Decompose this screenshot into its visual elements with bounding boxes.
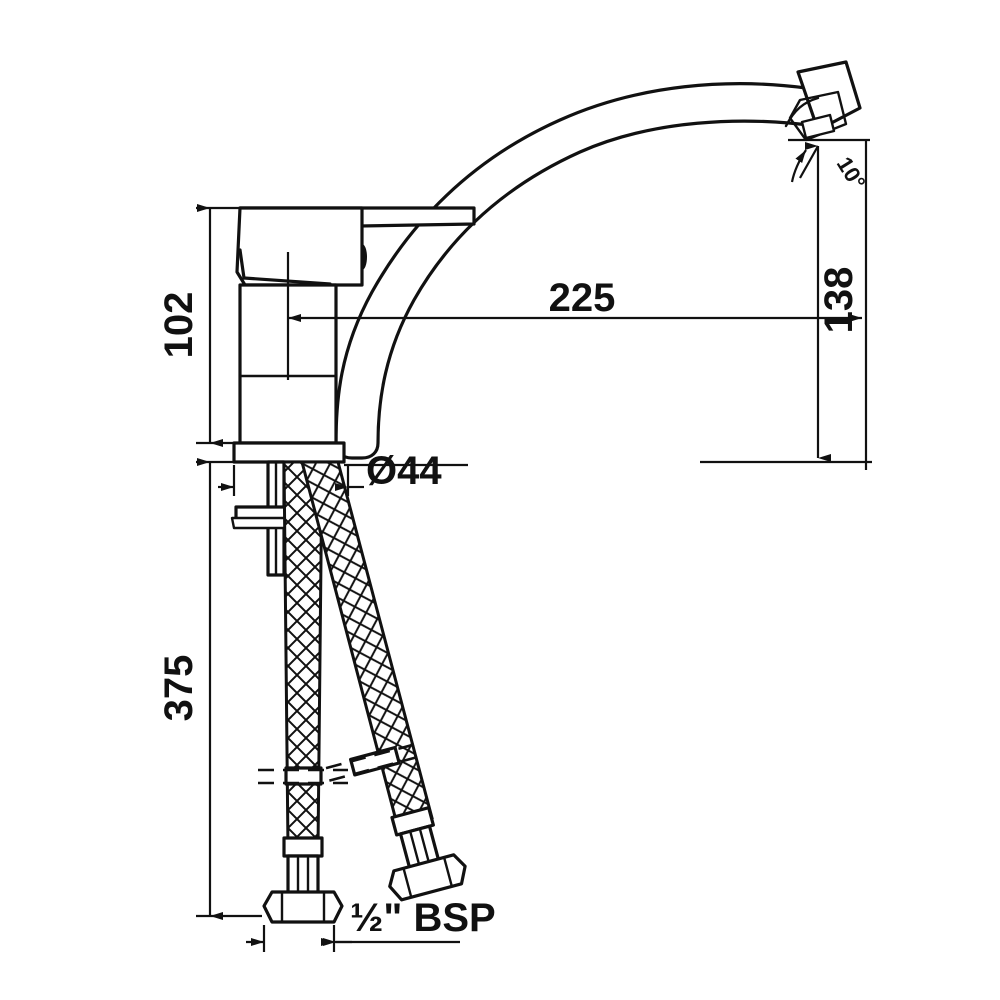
dimension-bottom-ticks — [246, 925, 460, 952]
thread-size-label: ½" BSP — [350, 896, 496, 940]
dimension-102-label: 102 — [157, 292, 201, 359]
hose-left-break — [258, 766, 348, 786]
dimension-diameter-44: Ø44 — [218, 449, 468, 496]
braided-hose-right — [300, 460, 467, 902]
base-flange — [232, 441, 346, 464]
dimension-225: 225 — [286, 140, 868, 470]
hose-right-break — [325, 741, 425, 782]
dimension-annotations: 102 375 225 138 — [157, 138, 872, 952]
aerator-tip — [784, 60, 862, 142]
dimension-138-label: 138 — [817, 267, 861, 334]
dimension-138: 138 — [700, 138, 872, 464]
connector-nut-right — [388, 806, 467, 902]
dimension-diameter-44-label: Ø44 — [366, 449, 442, 493]
dimension-102: 102 — [157, 204, 246, 447]
connector-nut-left — [262, 854, 344, 924]
hose-left-ferrule — [282, 836, 324, 858]
dimension-375: 375 — [157, 458, 262, 920]
swivel-spout — [334, 82, 818, 460]
mixer-body-upper — [235, 206, 364, 287]
dimension-375-label: 375 — [157, 655, 201, 722]
dimension-225-label: 225 — [549, 276, 616, 320]
braided-hose-left — [258, 460, 348, 924]
